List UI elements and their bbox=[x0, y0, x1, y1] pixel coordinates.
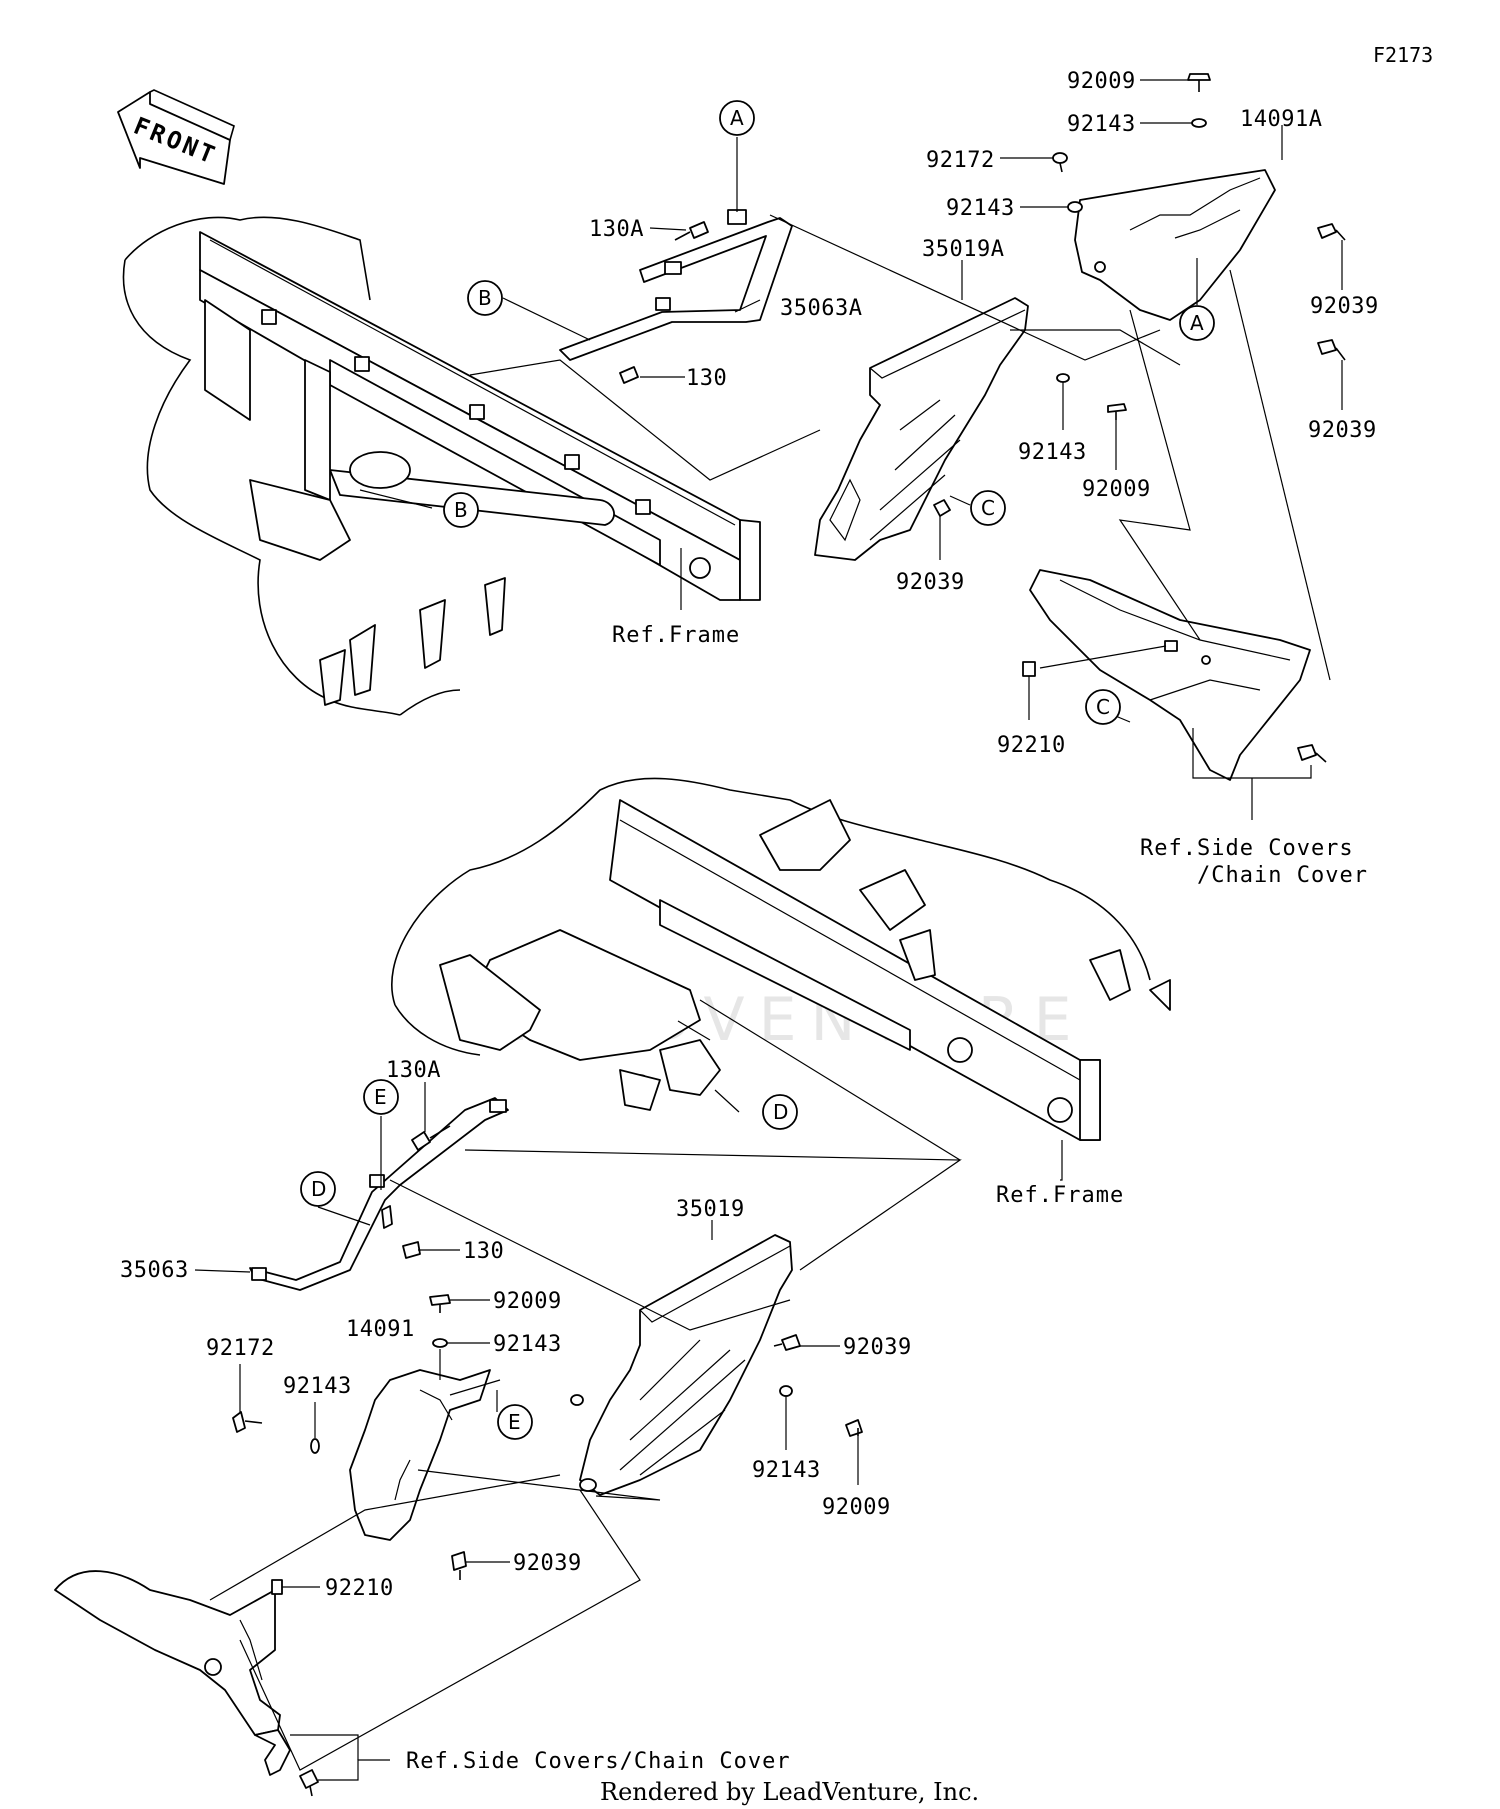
label-92009-bottom1: 92009 bbox=[493, 1289, 562, 1314]
callout-d-bracket bbox=[300, 1171, 336, 1207]
cover-35019 bbox=[570, 1234, 793, 1496]
callout-b-top-label: B bbox=[478, 286, 492, 310]
fasteners-bottom bbox=[232, 1125, 863, 1797]
callout-b-frame bbox=[443, 492, 479, 528]
callout-e-bracket bbox=[363, 1079, 399, 1115]
callouts-bottom: E D D E bbox=[300, 1079, 798, 1440]
callout-a-right-label: A bbox=[1190, 311, 1204, 335]
label-130A-bottom: 130A bbox=[386, 1058, 441, 1083]
label-ref-frame-bottom: Ref.Frame bbox=[996, 1183, 1124, 1208]
callout-a-top bbox=[719, 100, 755, 136]
label-ref-frame-top: Ref.Frame bbox=[612, 623, 740, 648]
callout-d-frame bbox=[762, 1094, 798, 1130]
label-92143-bottom3: 92143 bbox=[752, 1458, 821, 1483]
fasteners-top bbox=[619, 73, 1346, 763]
label-92143-bottom2: 92143 bbox=[283, 1374, 352, 1399]
label-ref-side-covers-bottom: Ref.Side Covers/Chain Cover bbox=[406, 1749, 791, 1774]
callouts-top: A B B A C C bbox=[443, 100, 1215, 725]
label-92039-bottom1: 92039 bbox=[513, 1551, 582, 1576]
callout-e-cover bbox=[497, 1404, 533, 1440]
label-92143-top2: 92143 bbox=[946, 196, 1015, 221]
callout-a-right bbox=[1179, 305, 1215, 341]
label-92143-top: 92143 bbox=[1067, 112, 1136, 137]
label-35019: 35019 bbox=[676, 1197, 745, 1222]
labels-bottom: 130A Ref.Frame 130 35063 35019 92009 921… bbox=[120, 1058, 1124, 1774]
front-arrow-icon: FRONT bbox=[117, 89, 235, 185]
label-35063: 35063 bbox=[120, 1258, 189, 1283]
bracket-35063-bottom bbox=[249, 1097, 509, 1291]
callout-a-top-label: A bbox=[730, 106, 744, 130]
label-92143-mid: 92143 bbox=[1018, 440, 1087, 465]
callout-b-frame-label: B bbox=[454, 498, 468, 522]
callout-c-cover-label: C bbox=[981, 496, 995, 520]
label-92039-right1: 92039 bbox=[1310, 294, 1379, 319]
leaders-top bbox=[359, 79, 1343, 820]
label-92009-top: 92009 bbox=[1067, 69, 1136, 94]
callout-e-cover-label: E bbox=[508, 1410, 521, 1434]
label-92039-right2: 92039 bbox=[1308, 418, 1377, 443]
label-130-bottom: 130 bbox=[463, 1239, 504, 1264]
callout-d-frame-label: D bbox=[773, 1100, 788, 1124]
label-130A-top: 130A bbox=[589, 217, 644, 242]
callout-e-bracket-label: E bbox=[374, 1085, 387, 1109]
label-92210-top: 92210 bbox=[997, 733, 1066, 758]
bracket-35063A-top bbox=[559, 209, 793, 361]
callout-c-side-label: C bbox=[1096, 695, 1110, 719]
label-ref-side-covers-top-1: Ref.Side Covers bbox=[1140, 836, 1354, 861]
label-92009-mid: 92009 bbox=[1082, 477, 1151, 502]
label-ref-side-covers-top-2: /Chain Cover bbox=[1197, 863, 1368, 888]
leaders-bottom bbox=[194, 999, 1063, 1781]
cover-35019A bbox=[814, 297, 1029, 561]
side-cover-bottom bbox=[54, 1570, 291, 1776]
callout-c-cover bbox=[970, 490, 1006, 526]
label-92143-bottom1: 92143 bbox=[493, 1332, 562, 1357]
cover-14091 bbox=[349, 1369, 491, 1541]
label-92039-bottom2: 92039 bbox=[843, 1335, 912, 1360]
label-92172-bottom: 92172 bbox=[206, 1336, 275, 1361]
cover-14091A bbox=[1074, 169, 1276, 321]
label-35063A: 35063A bbox=[780, 296, 862, 321]
callout-c-side bbox=[1085, 689, 1121, 725]
label-14091A: 14091A bbox=[1240, 107, 1322, 132]
side-cover-top bbox=[1029, 569, 1311, 781]
label-92172-top: 92172 bbox=[926, 148, 995, 173]
callout-b-top bbox=[467, 280, 503, 316]
label-92009-bottom2: 92009 bbox=[822, 1495, 891, 1520]
frame-top-drawing bbox=[122, 216, 761, 716]
label-92210-bottom: 92210 bbox=[325, 1576, 394, 1601]
labels-top: 92009 92143 14091A 92172 92143 35019A 92… bbox=[589, 69, 1379, 888]
label-92039-mid: 92039 bbox=[896, 570, 965, 595]
callout-d-bracket-label: D bbox=[311, 1177, 326, 1201]
label-130-top: 130 bbox=[686, 366, 727, 391]
frame-bottom-drawing bbox=[391, 777, 1171, 1141]
credit-text: Rendered by LeadVenture, Inc. bbox=[600, 1778, 979, 1806]
figure-id: F2173 bbox=[1373, 43, 1433, 67]
label-35019A: 35019A bbox=[922, 237, 1004, 262]
label-14091: 14091 bbox=[346, 1317, 415, 1342]
